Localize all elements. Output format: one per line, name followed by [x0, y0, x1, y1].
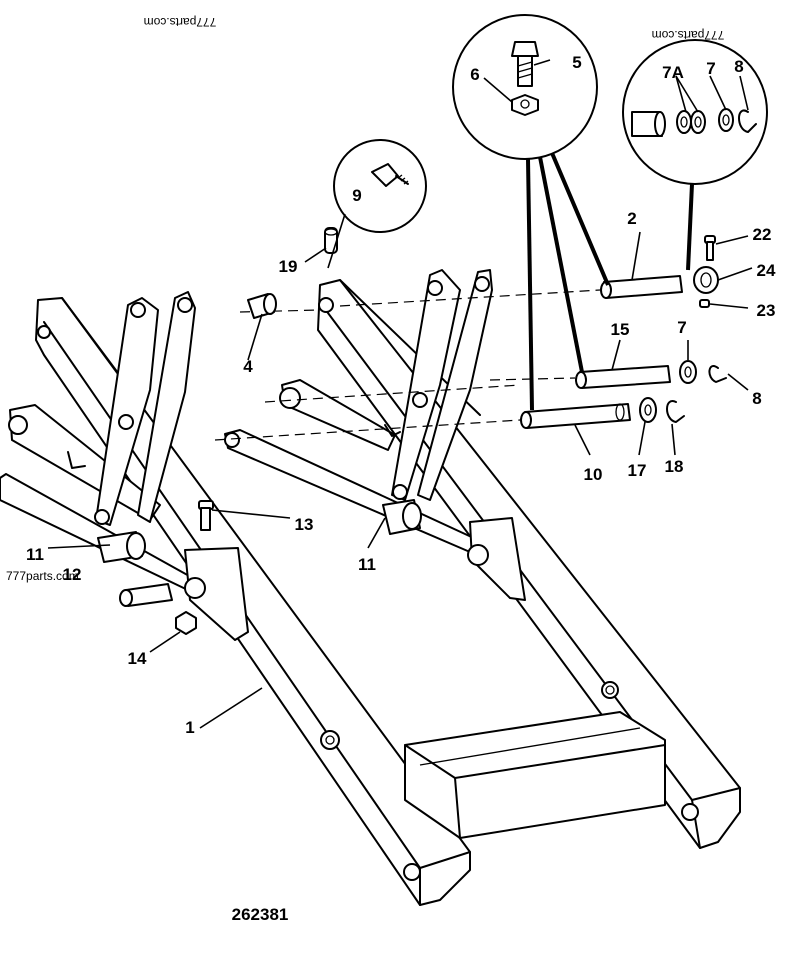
callout-9: 9	[352, 186, 361, 205]
leader-lines	[47, 59, 753, 729]
callout-15: 15	[611, 320, 630, 339]
callout-7-top: 7	[706, 59, 715, 78]
callout-23: 23	[757, 301, 776, 320]
callout-12: 12	[63, 565, 82, 584]
left-linkage	[0, 291, 249, 641]
callout-8-top: 8	[734, 57, 743, 76]
callout-1: 1	[185, 718, 194, 737]
callout-7-mid: 7	[677, 318, 686, 337]
callout-5: 5	[572, 53, 581, 72]
pin-axes	[214, 289, 601, 441]
callout-8-mid: 8	[752, 389, 761, 408]
callout-7a: 7A	[662, 63, 684, 82]
watermark-top-right: 777parts.com	[652, 28, 725, 42]
callout-19: 19	[279, 257, 298, 276]
callout-10: 10	[584, 465, 603, 484]
callout-11-mid: 11	[358, 555, 376, 574]
callout-17: 17	[628, 461, 647, 480]
figure-number: 262381	[232, 905, 289, 924]
callout-13: 13	[295, 515, 314, 534]
detail-circle-9	[327, 139, 427, 269]
callout-22: 22	[753, 225, 772, 244]
detail-circle-5-6	[452, 14, 610, 411]
right-linkage	[224, 269, 526, 601]
loose-parts	[119, 227, 727, 635]
callout-11-left: 11	[26, 545, 44, 564]
callout-2: 2	[627, 209, 636, 228]
callout-6: 6	[470, 65, 479, 84]
callout-18: 18	[665, 457, 684, 476]
watermark-top-left: 777parts.com	[144, 15, 217, 29]
detail-circle-7a-7-8	[622, 39, 768, 271]
watermark-left: 777parts.com	[6, 569, 79, 583]
callout-24: 24	[757, 261, 776, 280]
callout-14: 14	[128, 649, 147, 668]
callout-4: 4	[243, 357, 253, 376]
